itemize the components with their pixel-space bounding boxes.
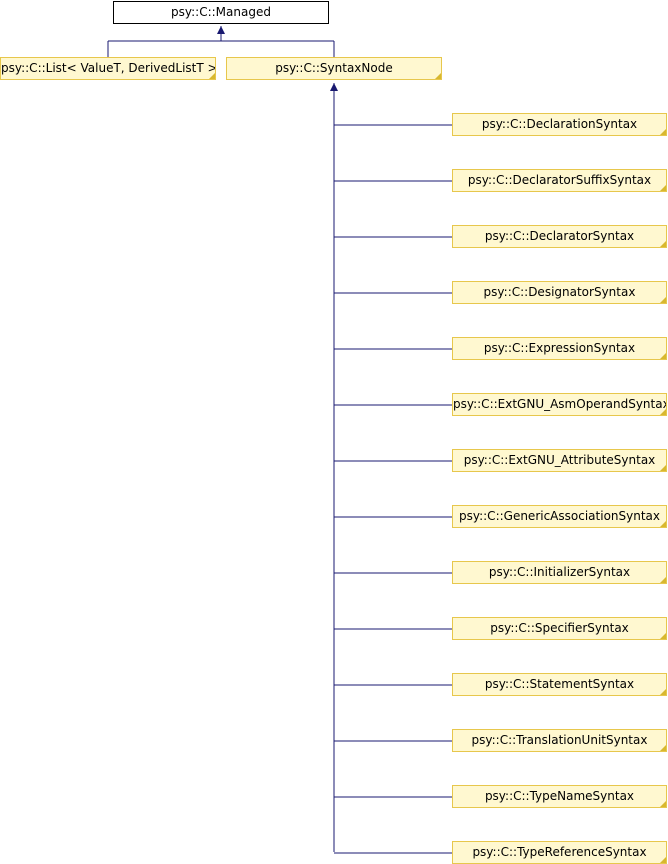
class-node-label: psy::C::DesignatorSyntax — [483, 285, 636, 299]
fold-corner-icon — [660, 465, 666, 471]
fold-corner-icon — [660, 521, 666, 527]
class-node-subclass[interactable]: psy::C::ExtGNU_AttributeSyntax — [452, 449, 667, 472]
fold-corner-icon — [660, 801, 666, 807]
class-node-label: psy::C::InitializerSyntax — [488, 565, 631, 579]
class-node-subclass[interactable]: psy::C::TypeReferenceSyntax — [452, 841, 667, 864]
class-node-subclass[interactable]: psy::C::InitializerSyntax — [452, 561, 667, 584]
fold-corner-icon — [660, 857, 666, 863]
class-node-label: psy::C::DeclaratorSuffixSyntax — [467, 173, 652, 187]
class-node-subclass[interactable]: psy::C::GenericAssociationSyntax — [452, 505, 667, 528]
fold-corner-icon — [660, 633, 666, 639]
class-node-label: psy::C::SpecifierSyntax — [490, 621, 629, 635]
edge-branches — [334, 124, 452, 854]
class-node-subclass[interactable]: psy::C::DesignatorSyntax — [452, 281, 667, 304]
fold-corner-icon — [660, 409, 666, 415]
fold-corner-icon — [209, 73, 215, 79]
class-node-label: psy::C::StatementSyntax — [484, 677, 635, 691]
class-node-label: psy::C::TypeNameSyntax — [484, 789, 635, 803]
fold-corner-icon — [660, 577, 666, 583]
class-node-label: psy::C::ExtGNU_AttributeSyntax — [463, 453, 656, 467]
fold-corner-icon — [660, 129, 666, 135]
class-node-subclass[interactable]: psy::C::ExtGNU_AsmOperandSyntax — [452, 393, 667, 416]
class-node-subclass[interactable]: psy::C::TypeNameSyntax — [452, 785, 667, 808]
class-node-label: psy::C::TypeReferenceSyntax — [472, 845, 647, 859]
class-node-label: psy::C::DeclaratorSyntax — [484, 229, 635, 243]
class-node-subclass[interactable]: psy::C::DeclarationSyntax — [452, 113, 667, 136]
class-node-syntax-node[interactable]: psy::C::SyntaxNode — [226, 57, 442, 80]
fold-corner-icon — [435, 73, 441, 79]
class-node-list[interactable]: psy::C::List< ValueT, DerivedListT > — [0, 57, 216, 80]
class-node-subclass[interactable]: psy::C::SpecifierSyntax — [452, 617, 667, 640]
fold-corner-icon — [660, 185, 666, 191]
class-node-label: psy::C::DeclarationSyntax — [481, 117, 638, 131]
class-node-subclass[interactable]: psy::C::ExpressionSyntax — [452, 337, 667, 360]
class-node-subclass[interactable]: psy::C::TranslationUnitSyntax — [452, 729, 667, 752]
fold-corner-icon — [660, 689, 666, 695]
class-node-subclass[interactable]: psy::C::StatementSyntax — [452, 673, 667, 696]
fold-corner-icon — [660, 353, 666, 359]
fold-corner-icon — [660, 297, 666, 303]
class-node-label: psy::C::Managed — [171, 5, 271, 19]
class-node-subclass[interactable]: psy::C::DeclaratorSuffixSyntax — [452, 169, 667, 192]
class-node-label: psy::C::ExpressionSyntax — [483, 341, 636, 355]
class-node-label: psy::C::GenericAssociationSyntax — [459, 509, 660, 523]
class-node-label: psy::C::List< ValueT, DerivedListT > — [1, 61, 216, 75]
fold-corner-icon — [660, 241, 666, 247]
class-node-label: psy::C::SyntaxNode — [275, 61, 393, 75]
class-node-subclass[interactable]: psy::C::DeclaratorSyntax — [452, 225, 667, 248]
class-node-label: psy::C::ExtGNU_AsmOperandSyntax — [453, 397, 667, 411]
class-node-label: psy::C::TranslationUnitSyntax — [471, 733, 648, 747]
fold-corner-icon — [660, 745, 666, 751]
class-node-managed: psy::C::Managed — [113, 1, 329, 24]
